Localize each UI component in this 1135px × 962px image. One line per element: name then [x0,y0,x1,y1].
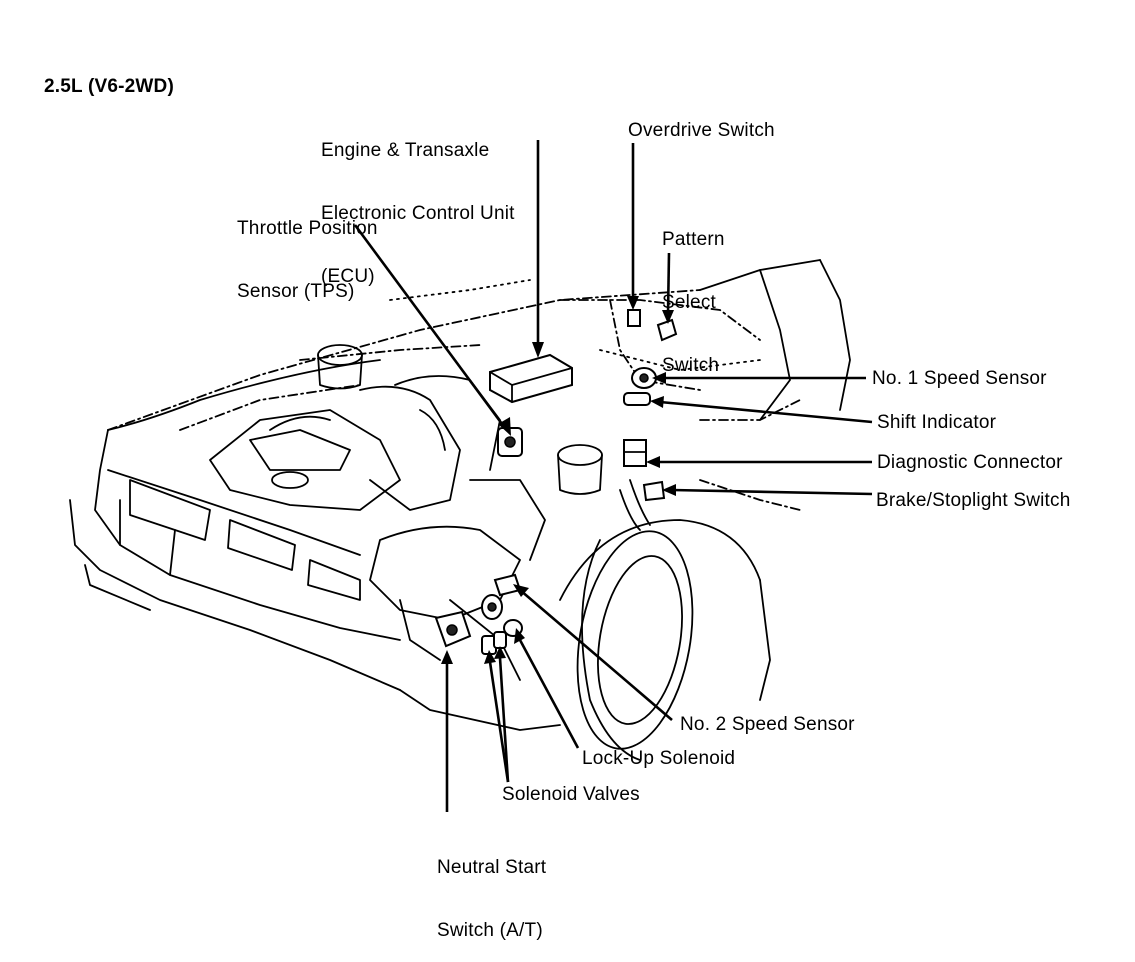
label-neutral-line-2: Switch (A/T) [437,920,543,941]
label-pattern-line-3: Switch [662,355,720,376]
arrow-shift [650,396,664,408]
label-tps-line-1: Throttle Position [237,218,378,239]
label-brake-stoplight-switch: Brake/Stoplight Switch [876,490,1071,511]
leader-shift [659,400,873,424]
arrow-pattern [662,310,674,324]
leader-speed2 [519,589,673,721]
leader-tps [353,224,507,429]
label-pattern-select-switch: Pattern Select Switch [662,187,725,397]
component-locator-diagram: 2.5L (V6-2WD) Engine & Transaxle Electro… [44,76,1071,941]
arrow-lockup [514,628,525,644]
arrow-brake [662,484,676,496]
leader-solenoid-b [498,657,510,783]
label-ecu-line-3: (ECU) [321,266,375,287]
arrow-ecu [532,342,544,358]
arrow-tps [498,417,511,436]
arrow-solenoid-a [484,650,496,664]
speed-sensor-1-part [631,367,657,389]
label-pattern-line-1: Pattern [662,229,725,250]
arrow-solenoid-b [494,646,506,659]
vehicle-drawing [69,140,873,812]
ecu-part [489,353,573,404]
arrow-diag [646,456,660,468]
arrow-overdrive [627,296,639,310]
label-ecu-line-2: Electronic Control Unit [321,203,515,224]
label-speed-sensor-1: No. 1 Speed Sensor [872,368,1047,389]
label-lockup-solenoid: Lock-Up Solenoid [582,748,736,769]
neutral-start-switch-part [434,610,472,648]
label-ecu: Engine & Transaxle Electronic Control Un… [321,98,515,308]
leader-lockup [518,639,580,749]
leader-pattern [666,252,671,315]
diagnostic-connector-part [623,439,647,467]
overdrive-switch-part [627,309,641,327]
label-speed-sensor-2: No. 2 Speed Sensor [680,714,855,735]
speed-sensor-2-part [481,573,522,620]
label-tps: Throttle Position Sensor (TPS) [237,176,378,323]
diagram-title: 2.5L (V6-2WD) [44,76,174,97]
brake-switch-part [642,480,666,502]
label-ecu-line-1: Engine & Transaxle [321,140,490,161]
leader-brake [671,488,873,496]
car-body-outline [69,259,851,761]
label-shift-indicator: Shift Indicator [877,412,997,433]
label-diagnostic-connector: Diagnostic Connector [877,452,1063,473]
solenoid-valves-part [481,631,507,655]
leader-solenoid-a [488,661,510,783]
leader-lines [353,140,873,812]
shift-indicator-part [623,392,651,406]
label-overdrive-switch: Overdrive Switch [628,120,775,141]
label-tps-line-2: Sensor (TPS) [237,281,355,302]
arrow-speed2 [513,584,529,597]
arrow-speed1 [652,372,666,384]
label-pattern-line-2: Select [662,292,717,313]
label-neutral-start-switch: Neutral Start Switch (A/T) [437,815,546,962]
label-neutral-line-1: Neutral Start [437,857,547,878]
label-solenoid-valves: Solenoid Valves [502,784,640,805]
arrow-neutral [441,650,453,664]
